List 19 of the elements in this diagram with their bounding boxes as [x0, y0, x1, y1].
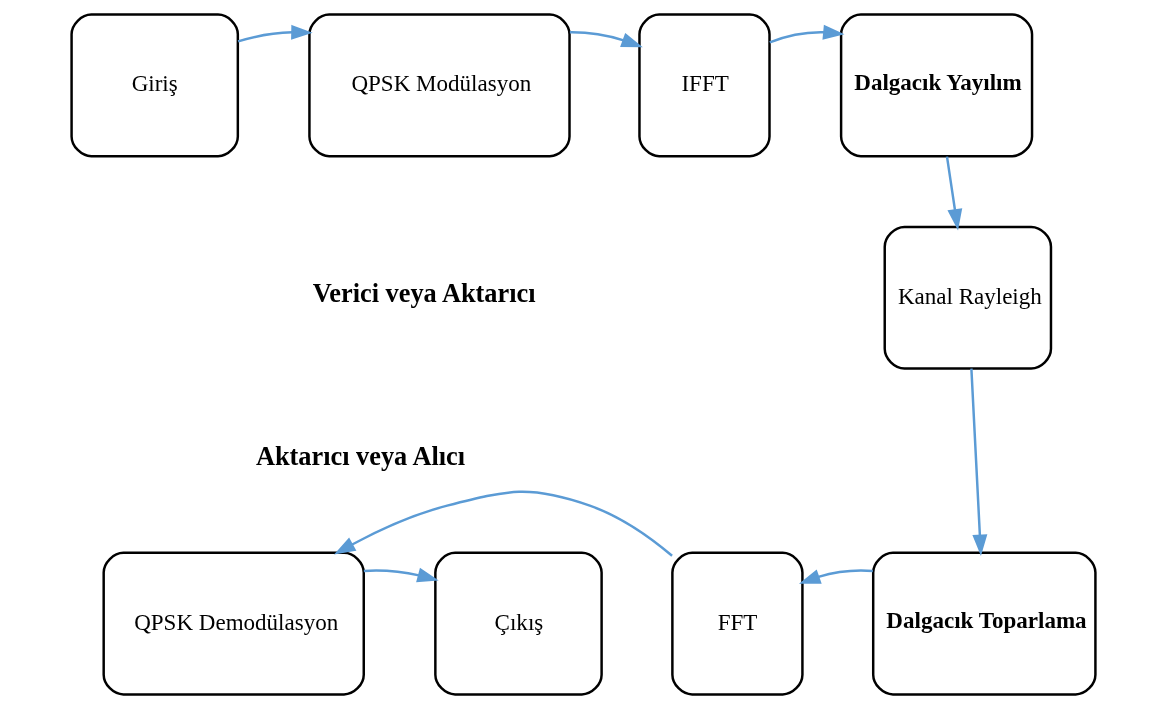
label: Verici veya Aktarıcı	[312, 279, 536, 309]
node-box: Dalgacık Yayılım	[839, 13, 1034, 158]
node-box: Kanal Rayleigh	[883, 225, 1053, 370]
arrow	[569, 31, 643, 48]
node-box: Çıkış	[434, 551, 603, 696]
arrow	[798, 569, 873, 584]
arrow	[970, 368, 988, 557]
arrow	[334, 490, 673, 557]
node-box: FFT	[671, 551, 804, 696]
arrow	[769, 24, 845, 44]
node-box: QPSK Demodülasyon	[102, 551, 365, 696]
arrow	[363, 567, 439, 583]
arrow	[945, 156, 963, 231]
node-box: Giriş	[70, 13, 240, 158]
node-box: IFFT	[638, 13, 771, 158]
arrow	[237, 24, 313, 43]
node-box: Dalgacık Toparlama	[871, 551, 1097, 696]
label: Aktarıcı veya Alıcı	[255, 442, 466, 472]
node-box: QPSK Modülasyon	[308, 13, 571, 158]
